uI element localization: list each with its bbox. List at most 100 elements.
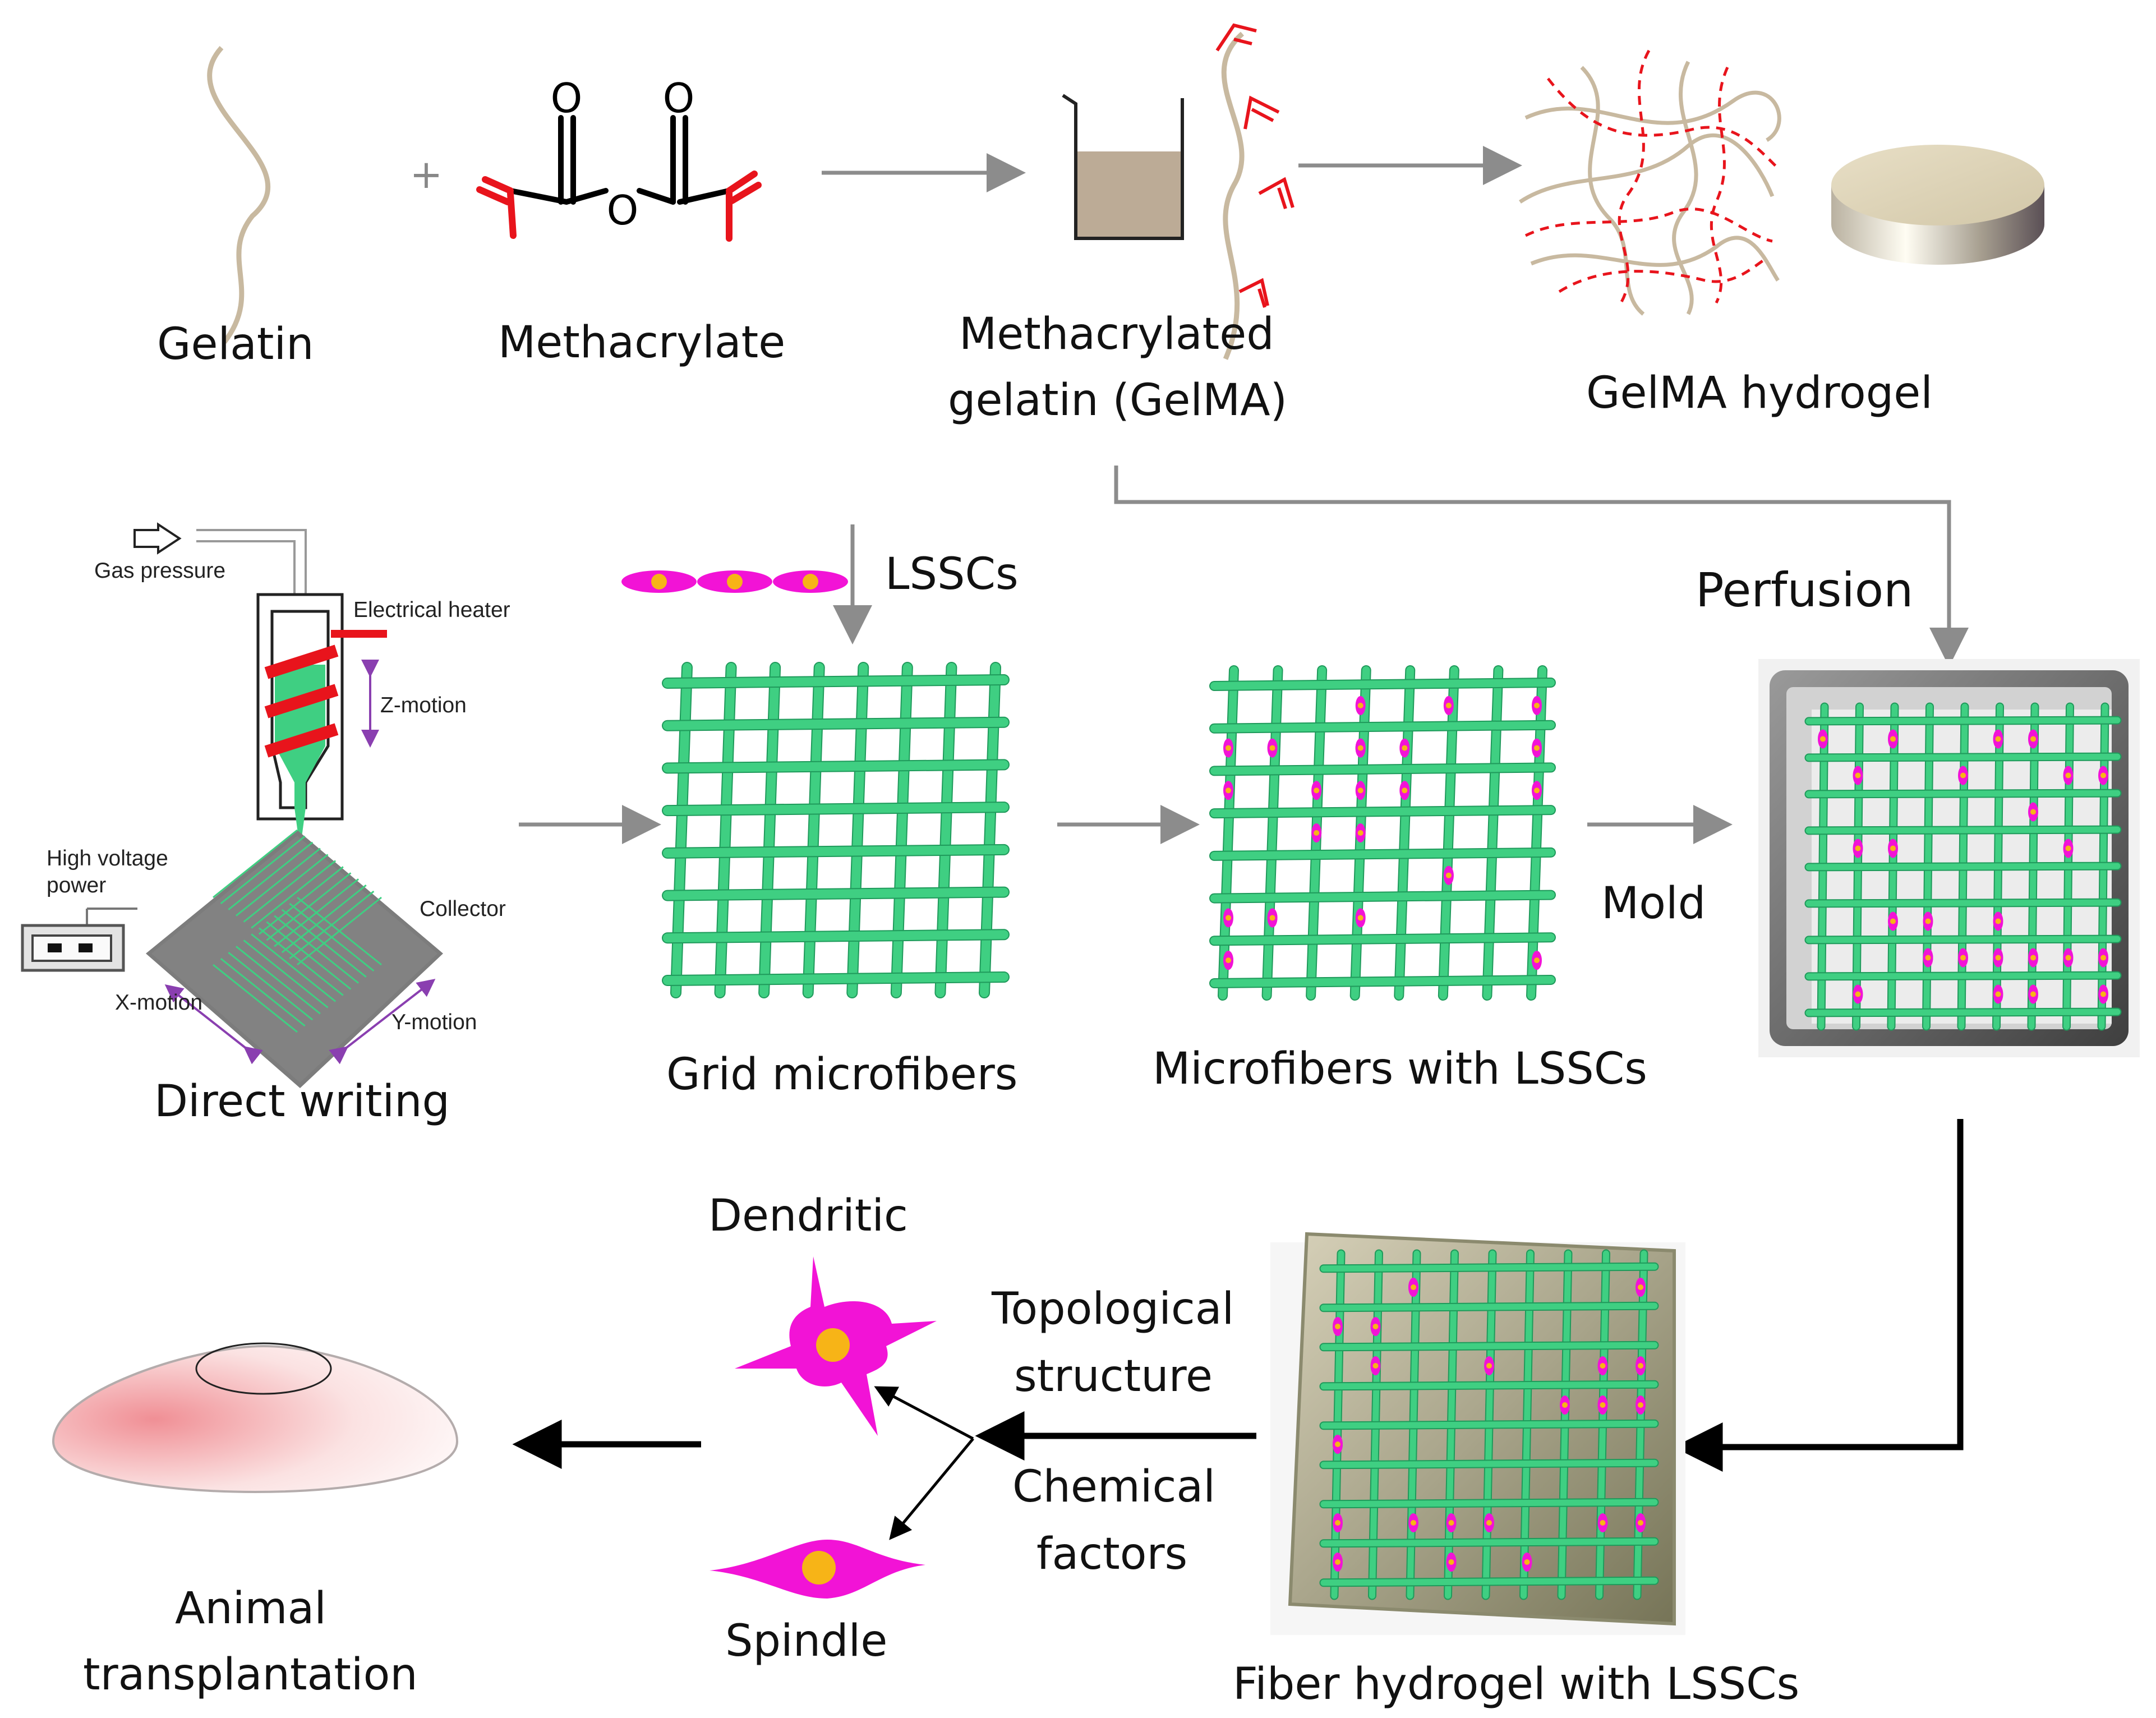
lssc-nucleus xyxy=(1335,1441,1340,1447)
lssc-nucleus xyxy=(1995,955,2001,961)
lssc-nucleus xyxy=(1960,772,1966,779)
collector-fiber xyxy=(251,860,337,929)
lssc-nucleus xyxy=(1314,830,1320,836)
lssc-nucleus xyxy=(1600,1363,1606,1369)
lssc-nucleus xyxy=(1372,1324,1379,1329)
lssc-nucleus xyxy=(1890,736,1896,742)
horizontal-fiber xyxy=(1210,848,1555,860)
lssc-nucleus xyxy=(1534,745,1540,751)
chemical-label-line2: factors xyxy=(1036,1529,1188,1579)
vertical-fiber xyxy=(936,663,956,997)
horizontal-fiber xyxy=(1210,721,1555,733)
lssc-nucleus xyxy=(1402,787,1408,794)
vertical-fiber xyxy=(980,663,1000,997)
collector-fiber xyxy=(243,854,329,923)
horizontal-fiber xyxy=(1320,1538,1658,1547)
lssc-cells xyxy=(621,570,848,593)
lssc-nucleus xyxy=(1890,845,1896,851)
lssc-nucleus xyxy=(1314,787,1320,794)
horizontal-fiber xyxy=(1320,1577,1658,1586)
arrow-to-dendritic xyxy=(874,1386,974,1440)
hydrogel-disc xyxy=(1831,145,2044,265)
horizontal-fiber xyxy=(663,845,1008,858)
lssc-nucleus xyxy=(1600,1402,1606,1408)
horizontal-fiber xyxy=(1320,1459,1658,1468)
lssc-nucleus xyxy=(1411,1284,1416,1290)
collector-fiber xyxy=(235,848,321,916)
lssc-nucleus xyxy=(1411,1520,1416,1526)
lssc-nucleus xyxy=(1600,1520,1606,1526)
lssc-nucleus xyxy=(1357,915,1363,921)
vertical-fiber xyxy=(891,663,912,997)
lssc-nucleus xyxy=(1445,702,1452,708)
vertical-fiber xyxy=(803,663,824,997)
collector-fiber xyxy=(235,946,321,1015)
lssc-nucleus xyxy=(1925,955,1931,961)
lsscs-label: LSSCs xyxy=(885,549,1019,600)
arrow-to-spindle xyxy=(889,1438,974,1540)
collector-label: Collector xyxy=(420,897,506,921)
collector-fiber xyxy=(228,952,314,1021)
mold-fiber-grid xyxy=(1804,702,2122,1031)
horizontal-fiber xyxy=(1320,1381,1658,1390)
fiber-hydrogel-label: Fiber hydrogel with LSSCs xyxy=(1233,1659,1800,1710)
lssc-nucleus xyxy=(1925,918,1931,924)
lssc-nucleus xyxy=(1226,915,1231,921)
lssc-nucleus xyxy=(1638,1363,1643,1369)
lssc-nucleus xyxy=(1855,772,1861,779)
topological-label-line1: Topological xyxy=(992,1284,1234,1334)
lssc-nucleus xyxy=(2030,991,2036,997)
horizontal-fiber xyxy=(663,717,1008,730)
lssc-nucleus xyxy=(1995,918,2001,924)
horizontal-fiber xyxy=(663,675,1008,688)
high-voltage-label-line1: High voltage xyxy=(47,846,168,870)
lssc-nucleus xyxy=(1534,957,1540,964)
plus-sign: + xyxy=(410,151,443,197)
collector-fiber xyxy=(228,841,314,910)
grid-microfibers-scaffold xyxy=(662,662,1010,998)
vertical-fiber xyxy=(847,663,868,997)
horizontal-fiber xyxy=(1805,936,2121,943)
lssc-nucleus xyxy=(1486,1520,1492,1526)
vertical-fiber xyxy=(1219,666,1238,1000)
horizontal-fiber xyxy=(1210,763,1555,775)
vertical-fiber xyxy=(1263,666,1282,1000)
perfusion-label: Perfusion xyxy=(1696,563,1914,618)
lssc-nucleus xyxy=(2030,955,2036,961)
lssc-nucleus xyxy=(1335,1324,1340,1329)
direct-writing-label: Direct writing xyxy=(154,1076,450,1127)
lssc-nucleus xyxy=(1890,918,1896,924)
lssc-nucleus xyxy=(1448,1559,1454,1565)
horizontal-fiber xyxy=(1210,679,1555,690)
lssc-nucleus xyxy=(2030,736,2036,742)
gas-pressure-label: Gas pressure xyxy=(94,559,226,583)
vertical-fiber xyxy=(1439,666,1458,1000)
lssc-nucleus xyxy=(2100,955,2106,961)
lssc-nucleus xyxy=(1995,736,2001,742)
lssc-nucleus xyxy=(1335,1559,1340,1565)
horizontal-fiber xyxy=(1320,1499,1658,1508)
carbonyl-oxygen-right: O xyxy=(663,75,695,122)
lssc-nucleus xyxy=(1562,1402,1568,1408)
lssc-nucleus xyxy=(2065,845,2071,851)
vertical-fiber xyxy=(1527,666,1546,1000)
lssc-nucleus xyxy=(1335,1520,1340,1526)
vertical-fiber xyxy=(671,663,692,997)
collector-fiber xyxy=(243,939,329,1008)
carbonyl-oxygen-left: O xyxy=(551,75,583,122)
electrical-heater-label: Electrical heater xyxy=(353,598,510,622)
animal-label-line2: transplantation xyxy=(83,1650,418,1700)
lssc-nucleus xyxy=(1357,787,1363,794)
lssc-nucleus xyxy=(1534,702,1540,708)
lssc-nucleus xyxy=(1269,915,1275,921)
topological-label-line2: structure xyxy=(1014,1351,1213,1402)
horizontal-fiber xyxy=(1210,806,1555,818)
horizontal-fiber xyxy=(663,803,1008,816)
collector-fiber xyxy=(297,896,382,966)
collector-fiber xyxy=(220,835,306,905)
lssc-nucleus xyxy=(1855,845,1861,851)
grid-microfibers-label: Grid microfibers xyxy=(666,1049,1018,1100)
horizontal-fiber xyxy=(663,930,1008,943)
microfibers-with-lsscs-label: Microfibers with LSSCs xyxy=(1153,1044,1647,1094)
